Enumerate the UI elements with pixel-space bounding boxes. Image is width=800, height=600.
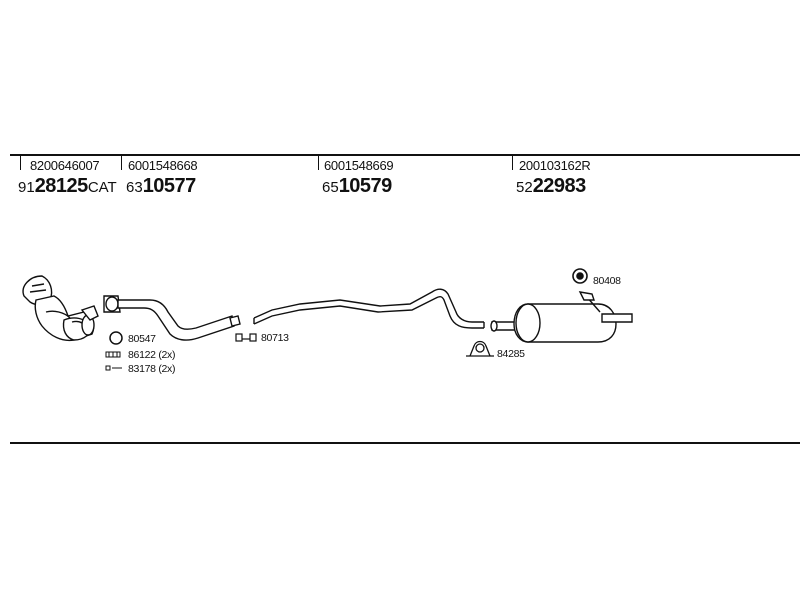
oe-number-middle-pipe: 6001548669	[324, 158, 394, 173]
rear-silencer-drawing	[490, 291, 633, 343]
part-number-front-pipe: 6310577	[126, 175, 196, 198]
accessory-label-nut: 83178 (2x)	[128, 363, 176, 375]
catalytic-converter-drawing	[22, 275, 99, 342]
hanger-bracket-icon	[235, 333, 257, 342]
part-number-prefix: 52	[516, 179, 533, 196]
pipe-clamp-icon	[466, 340, 494, 357]
bottom-divider	[10, 442, 800, 444]
accessory-label-clamp: 84285	[497, 348, 525, 360]
part-number-main: 22983	[532, 175, 587, 197]
bolt-icon	[105, 351, 121, 358]
nut-icon	[105, 365, 122, 371]
top-divider	[10, 154, 800, 156]
middle-pipe-drawing	[253, 288, 485, 329]
part-number-prefix: 63	[126, 179, 143, 196]
part-number-prefix: 91	[18, 179, 35, 196]
rubber-mount-icon	[572, 268, 588, 284]
part-number-main: 10579	[338, 175, 393, 197]
column-tick	[512, 156, 513, 170]
accessory-label-rubber-mount: 80408	[593, 275, 621, 287]
column-tick	[121, 156, 122, 170]
oe-number-rear-silencer: 200103162R	[519, 158, 591, 173]
accessory-label-hanger: 80713	[261, 332, 289, 344]
part-number-suffix: CAT	[87, 179, 117, 196]
gasket-ring-icon	[109, 331, 123, 345]
part-number-catalyst: 9128125CAT	[18, 175, 117, 198]
oe-number-catalyst: 8200646007	[30, 158, 100, 173]
column-tick	[20, 156, 21, 170]
part-number-main: 28125	[34, 175, 89, 197]
part-number-middle-pipe: 6510579	[322, 175, 392, 198]
accessory-label-bolt: 86122 (2x)	[128, 349, 176, 361]
front-pipe-drawing	[103, 295, 241, 341]
part-number-rear-silencer: 5222983	[516, 175, 586, 198]
accessory-label-gasket: 80547	[128, 333, 156, 345]
oe-number-front-pipe: 6001548668	[128, 158, 198, 173]
part-number-prefix: 65	[322, 179, 339, 196]
column-tick	[318, 156, 319, 170]
part-number-main: 10577	[142, 175, 197, 197]
